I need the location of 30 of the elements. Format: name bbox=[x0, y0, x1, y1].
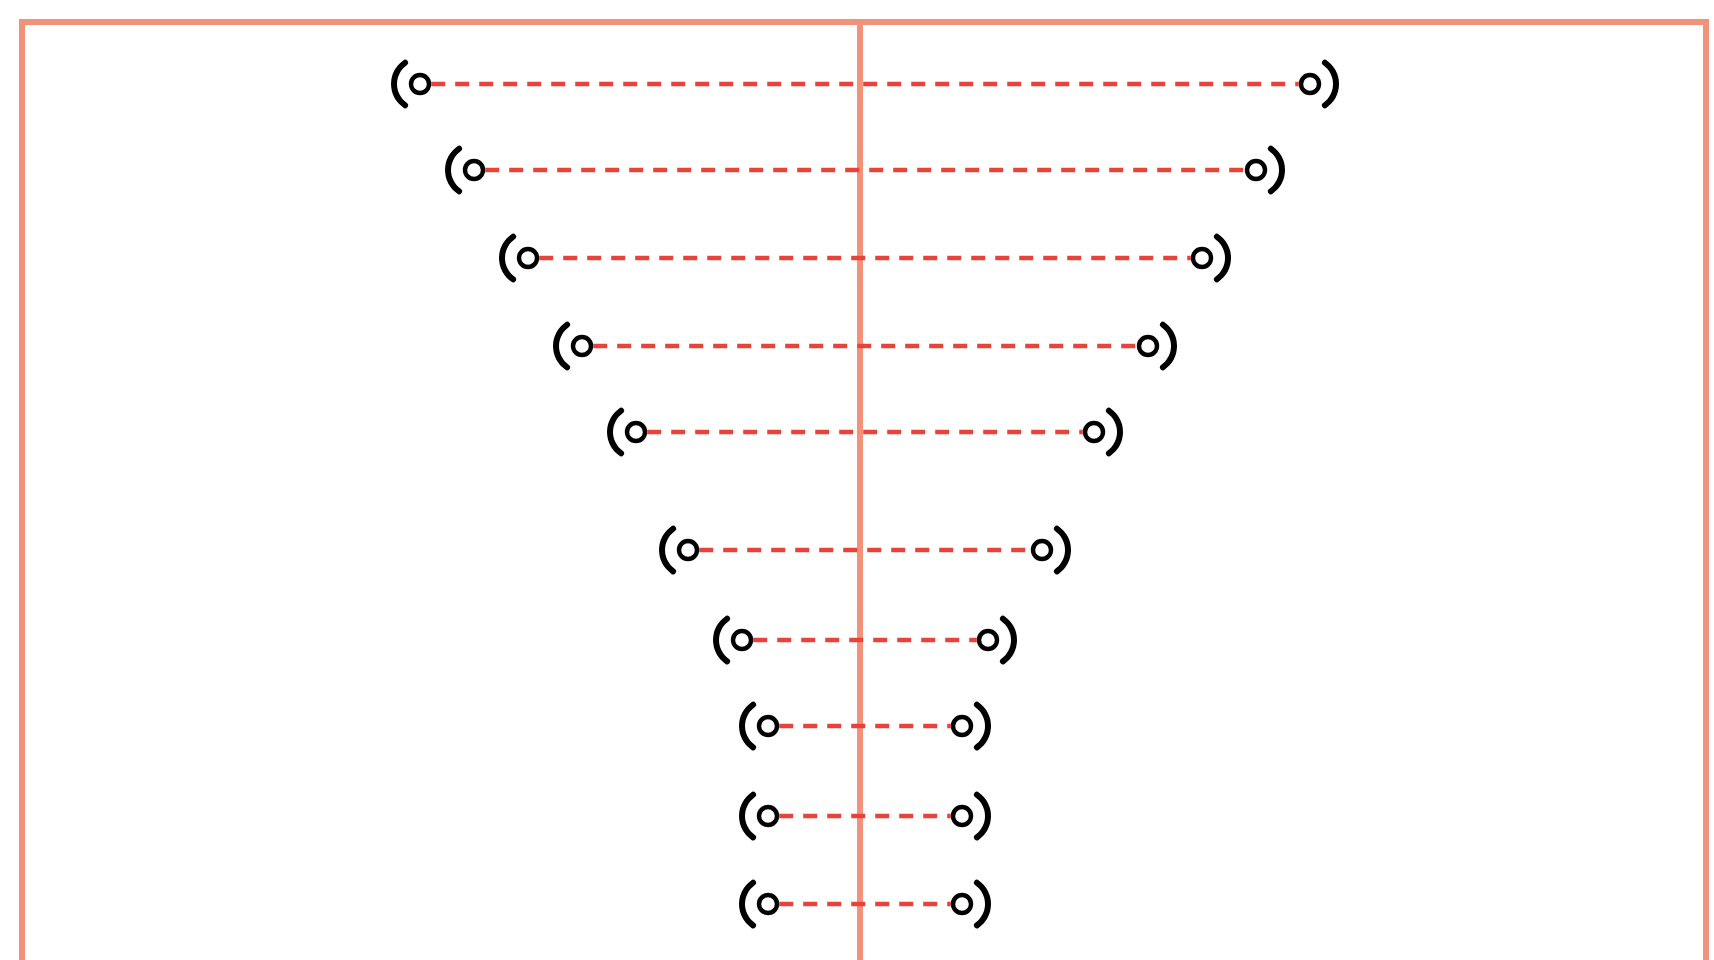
ring bbox=[624, 420, 648, 444]
ring bbox=[1298, 72, 1322, 96]
ring bbox=[1030, 538, 1054, 562]
ring bbox=[676, 538, 700, 562]
ring bbox=[950, 714, 974, 738]
ring bbox=[1082, 420, 1106, 444]
ring bbox=[570, 334, 594, 358]
dashed-line bbox=[779, 901, 951, 907]
ring bbox=[408, 72, 432, 96]
ring bbox=[756, 804, 780, 828]
dashed-line bbox=[779, 813, 951, 819]
dashed-line bbox=[647, 429, 1083, 435]
dashed-line bbox=[699, 547, 1031, 553]
ring bbox=[756, 714, 780, 738]
ring bbox=[1244, 158, 1268, 182]
ring bbox=[462, 158, 486, 182]
dashed-line bbox=[431, 81, 1299, 87]
dashed-line bbox=[753, 637, 977, 643]
dashed-line bbox=[539, 255, 1191, 261]
ring bbox=[516, 246, 540, 270]
ring bbox=[756, 892, 780, 916]
ring bbox=[950, 804, 974, 828]
ring bbox=[730, 628, 754, 652]
dashed-line bbox=[485, 167, 1245, 173]
dashed-line bbox=[593, 343, 1137, 349]
ring bbox=[976, 628, 1000, 652]
ring bbox=[1136, 334, 1160, 358]
ring bbox=[1190, 246, 1214, 270]
dashed-line bbox=[779, 723, 951, 729]
ring bbox=[950, 892, 974, 916]
